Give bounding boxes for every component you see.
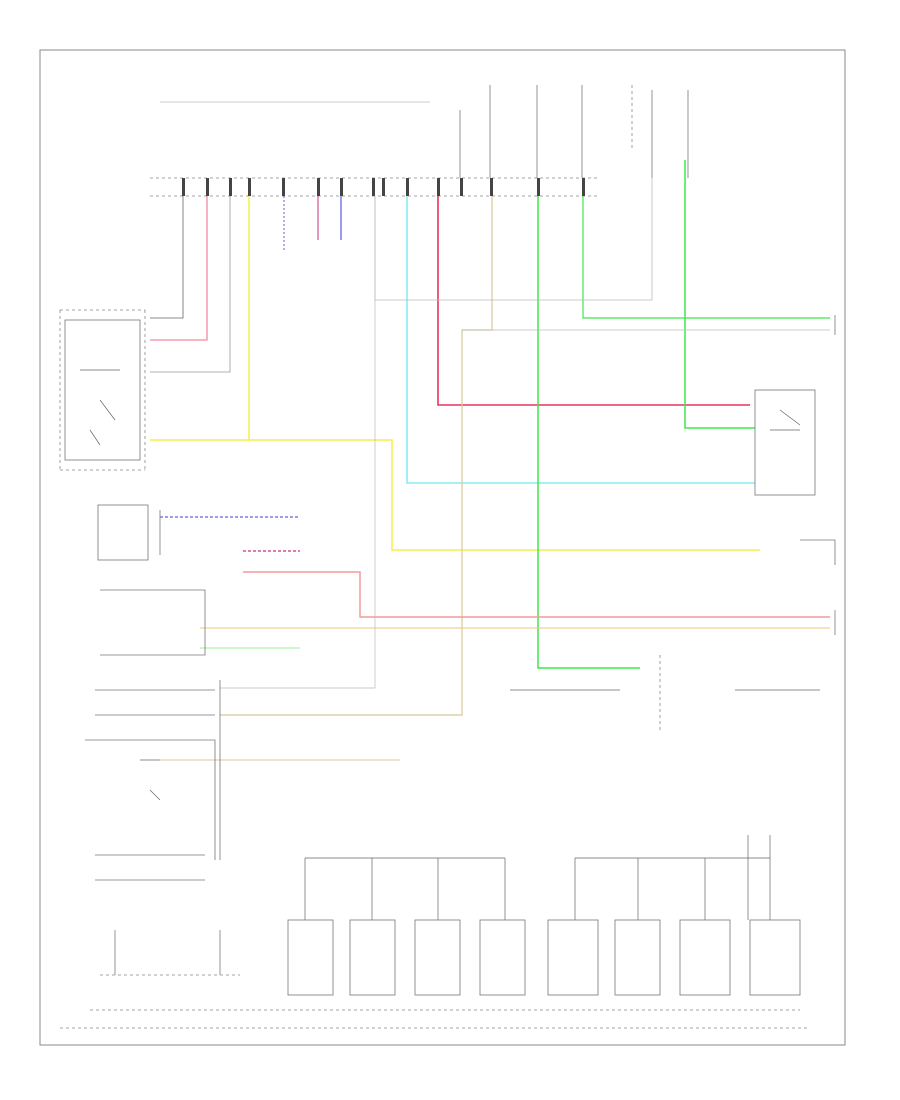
wire-green-main	[537, 196, 640, 669]
diagram-frame	[39, 49, 846, 1046]
fuse-box-pins	[182, 178, 585, 196]
wire-gray-1	[150, 196, 184, 319]
wire-red	[437, 196, 750, 406]
wire-yellow	[150, 196, 760, 551]
left-components	[85, 504, 240, 976]
wire-tan	[220, 196, 493, 716]
fuse-sources	[459, 85, 689, 178]
wire-cyan	[406, 196, 755, 484]
wire-gray-2	[150, 196, 231, 373]
wire-harness	[150, 160, 830, 761]
headlight-switch-assembly	[59, 309, 146, 471]
wire-green-3	[684, 160, 755, 429]
wire-salmon	[243, 571, 830, 618]
wire-pink	[150, 196, 208, 341]
wire-gray-left	[220, 196, 376, 689]
control-unit-row	[60, 835, 808, 1029]
wire-green-2	[582, 196, 830, 319]
right-components	[510, 315, 836, 730]
